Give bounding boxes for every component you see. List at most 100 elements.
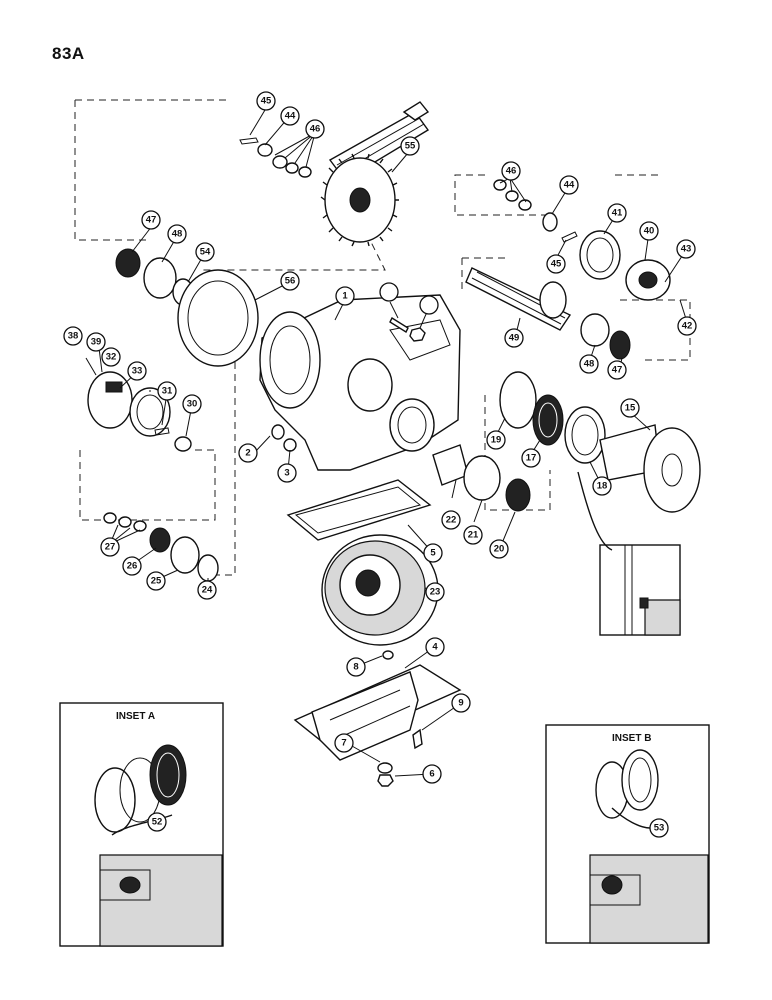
svg-text:32: 32 (106, 352, 117, 363)
svg-text:48: 48 (584, 359, 595, 370)
callout-1: 1 (335, 286, 355, 306)
svg-text:38: 38 (68, 331, 79, 342)
differential-housing-1 (259, 294, 461, 471)
callout-22: 22 (441, 510, 461, 530)
svg-text:42: 42 (682, 321, 693, 332)
svg-text:22: 22 (446, 515, 457, 526)
callout-18: 18 (592, 476, 612, 496)
callout-47: 49 (504, 328, 524, 348)
ring-gear-23 (321, 534, 439, 646)
callout-38: 40 (639, 221, 659, 241)
svg-text:56: 56 (285, 276, 296, 287)
seal-detail-box (599, 544, 681, 636)
oil-pan-4 (293, 664, 462, 761)
page-number: 83A (52, 44, 85, 63)
svg-text:44: 44 (564, 180, 575, 191)
callout-19: 19 (486, 430, 506, 450)
svg-text:45: 45 (261, 96, 272, 107)
svg-text:41: 41 (612, 208, 623, 219)
bottom-left-bearings (103, 512, 219, 582)
svg-text:33: 33 (132, 366, 143, 377)
callout-40: 42 (677, 316, 697, 336)
callout-46-right: 48 (579, 354, 599, 374)
inset-a (59, 702, 224, 947)
callout-5: 5 (423, 543, 443, 563)
callout-42-top: 44 (280, 106, 300, 126)
washers-44-top (239, 137, 312, 178)
callout-45-right: 47 (607, 360, 627, 380)
drain-plugs (377, 650, 423, 787)
svg-text:47: 47 (146, 215, 157, 226)
callout-6: 6 (422, 764, 442, 784)
svg-text:45: 45 (551, 259, 562, 270)
svg-text:46: 46 (506, 166, 517, 177)
svg-text:55: 55 (405, 141, 416, 152)
svg-text:4: 4 (432, 642, 438, 653)
svg-text:43: 43 (681, 244, 692, 255)
callout-4: 4 (425, 637, 445, 657)
svg-text:24: 24 (202, 585, 213, 596)
inset-b-leader (611, 807, 651, 829)
callout-31: 33 (127, 361, 147, 381)
callout-45-left: 47 (141, 210, 161, 230)
callout-28: 30 (182, 394, 202, 414)
pinion-shaft-49 (320, 101, 430, 247)
callout-8: 8 (346, 657, 366, 677)
svg-text:23: 23 (430, 587, 441, 598)
callout-54: 56 (280, 271, 300, 291)
svg-text:46: 46 (310, 124, 321, 135)
callout-2: 2 (238, 443, 258, 463)
svg-text:5: 5 (430, 548, 436, 559)
svg-text:26: 26 (127, 561, 138, 572)
svg-text:48: 48 (172, 229, 183, 240)
callout-7: 7 (334, 733, 354, 753)
right-side-parts (432, 371, 701, 513)
callout-33: 39 (86, 332, 106, 352)
svg-text:17: 17 (526, 453, 537, 464)
callout-55 (379, 282, 399, 302)
output-shaft-47 (465, 267, 631, 360)
callout-43-right: 45 (546, 254, 566, 274)
callout-24: 24 (197, 580, 217, 600)
gasket-5 (286, 479, 432, 541)
callout-43-top: 45 (256, 91, 276, 111)
right-top-parts (493, 179, 671, 301)
svg-text:19: 19 (491, 435, 502, 446)
svg-text:9: 9 (458, 698, 463, 709)
svg-text:18: 18 (597, 481, 608, 492)
callout-9: 9 (451, 693, 471, 713)
svg-text:25: 25 (151, 576, 162, 587)
callout-52: 52 (147, 812, 167, 832)
svg-text:1: 1 (342, 291, 348, 302)
callout-32: 38 (63, 326, 83, 346)
svg-text:44: 44 (285, 111, 296, 122)
svg-text:31: 31 (162, 386, 173, 397)
callout-48: 54 (195, 242, 215, 262)
bolt-55-nut-56 (389, 316, 426, 342)
callout-53: 53 (649, 818, 669, 838)
callout-42-right: 44 (559, 175, 579, 195)
svg-text:15: 15 (625, 403, 636, 414)
svg-text:6: 6 (429, 769, 434, 780)
svg-text:2: 2 (245, 448, 250, 459)
inset-a-title: INSET A (116, 711, 155, 722)
callout-25: 25 (146, 571, 166, 591)
callout-30: 32 (101, 347, 121, 367)
callout-15: 15 (620, 398, 640, 418)
inset-b (545, 724, 710, 944)
callout-56 (419, 295, 439, 315)
svg-text:8: 8 (353, 662, 358, 673)
callout-46-left: 48 (167, 224, 187, 244)
callout-39: 41 (607, 203, 627, 223)
svg-text:49: 49 (509, 333, 520, 344)
callout-49: 55 (400, 136, 420, 156)
svg-text:39: 39 (91, 337, 102, 348)
svg-text:7: 7 (341, 738, 346, 749)
callout-44-top: 46 (305, 119, 325, 139)
detail-leader-line (577, 471, 613, 551)
callout-23: 23 (425, 582, 445, 602)
left-bearing-group (115, 248, 259, 367)
callout-3: 3 (277, 463, 297, 483)
